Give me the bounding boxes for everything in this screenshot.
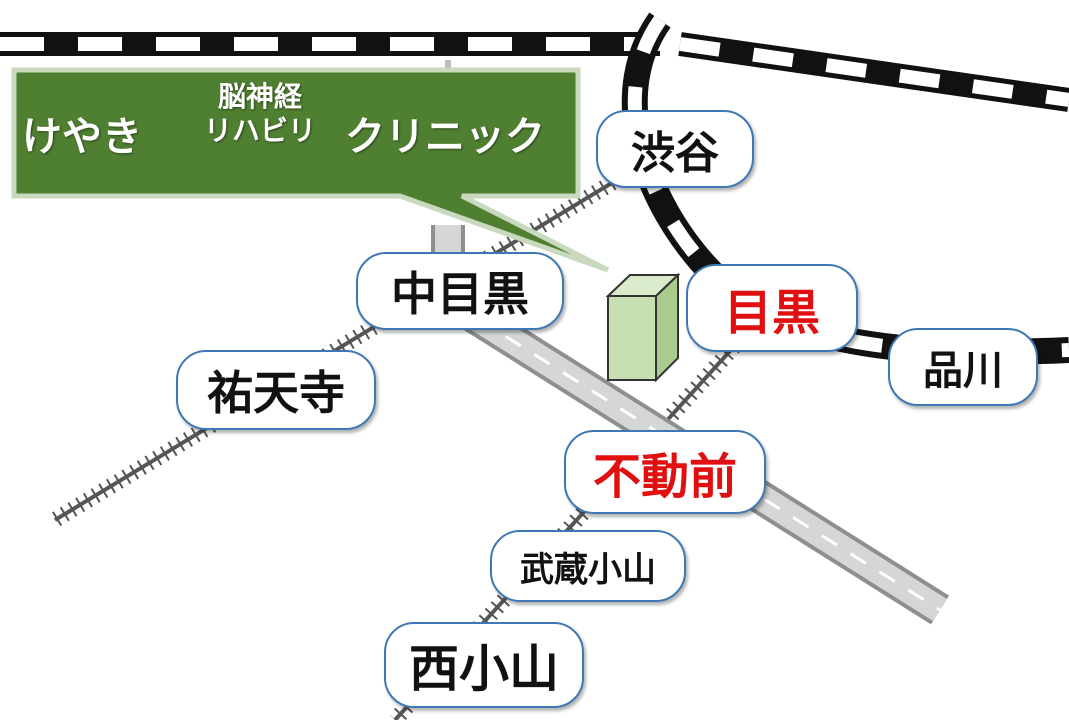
station-shinagawa[interactable]: 品川 [888, 328, 1038, 406]
station-nishikoyama[interactable]: 西小山 [384, 622, 584, 708]
clinic-name-middle: 脳神経 リハビリ [180, 80, 340, 148]
station-fudomae[interactable]: 不動前 [564, 430, 766, 514]
clinic-name-left: けやき [22, 114, 142, 160]
station-shibuya[interactable]: 渋谷 [596, 110, 754, 188]
clinic-name-right: クリニック [345, 114, 545, 160]
clinic-name-middle-bottom: リハビリ [203, 114, 316, 147]
clinic-name-middle-top: 脳神経 [217, 80, 302, 113]
station-nakameguro[interactable]: 中目黒 [356, 252, 564, 330]
jr-line-top-right [678, 32, 1069, 112]
station-meguro[interactable]: 目黒 [686, 264, 858, 352]
station-yutenji[interactable]: 祐天寺 [176, 350, 376, 430]
station-musashikoyama[interactable]: 武蔵小山 [490, 530, 686, 602]
